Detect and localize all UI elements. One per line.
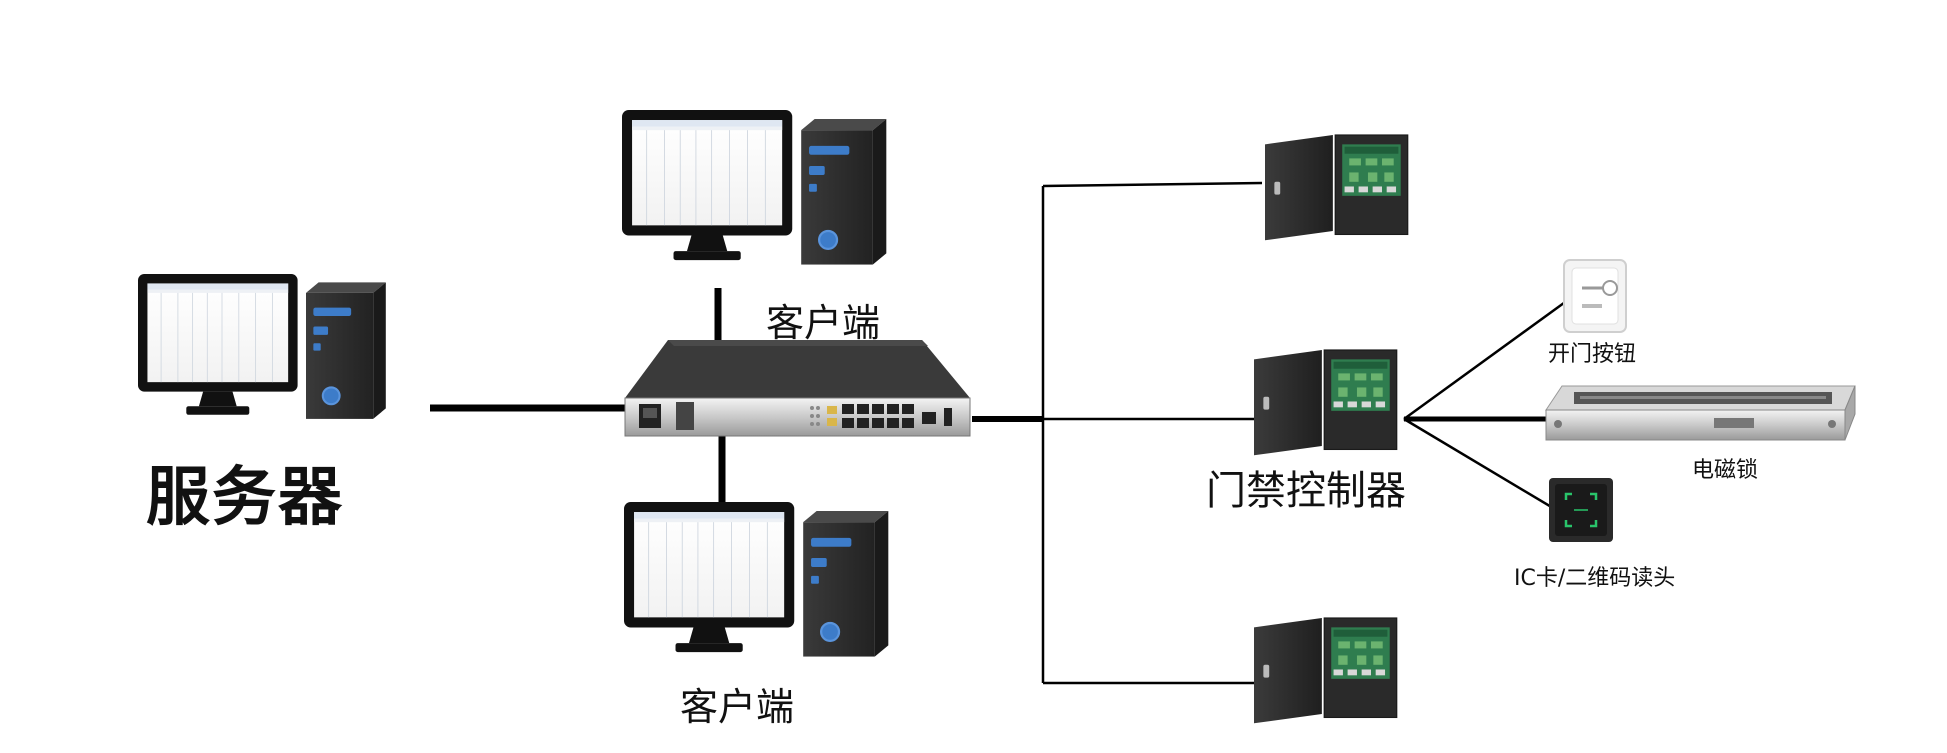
server-label: 服务器 xyxy=(146,461,344,535)
qr-card-reader-icon xyxy=(1549,478,1613,542)
access-controller-middle xyxy=(1253,349,1398,456)
controller-reader-link xyxy=(1403,417,1554,510)
access-controller-bottom xyxy=(1253,617,1398,724)
maglock-label: 电磁锁 xyxy=(1692,458,1759,483)
connection-lines xyxy=(430,181,1569,685)
controller-exit-button-link xyxy=(1403,298,1569,421)
push-button-icon xyxy=(1563,259,1627,333)
bus-branch-top xyxy=(1042,181,1263,188)
client-computer-top xyxy=(620,108,888,266)
client-computer-bottom xyxy=(622,500,890,658)
exit-button-label: 开门按钮 xyxy=(1548,342,1637,367)
controller-label: 门禁控制器 xyxy=(1206,468,1406,514)
client-label-bottom: 客户端 xyxy=(680,685,795,729)
reader-label: IC卡/二维码读头 xyxy=(1514,566,1676,591)
client-label-top: 客户端 xyxy=(766,301,881,345)
network-switch xyxy=(624,340,971,437)
server-computer xyxy=(136,272,387,420)
switch-ports xyxy=(827,404,952,428)
access-controller-top xyxy=(1264,134,1409,241)
electromagnetic-lock-icon xyxy=(1545,385,1856,441)
